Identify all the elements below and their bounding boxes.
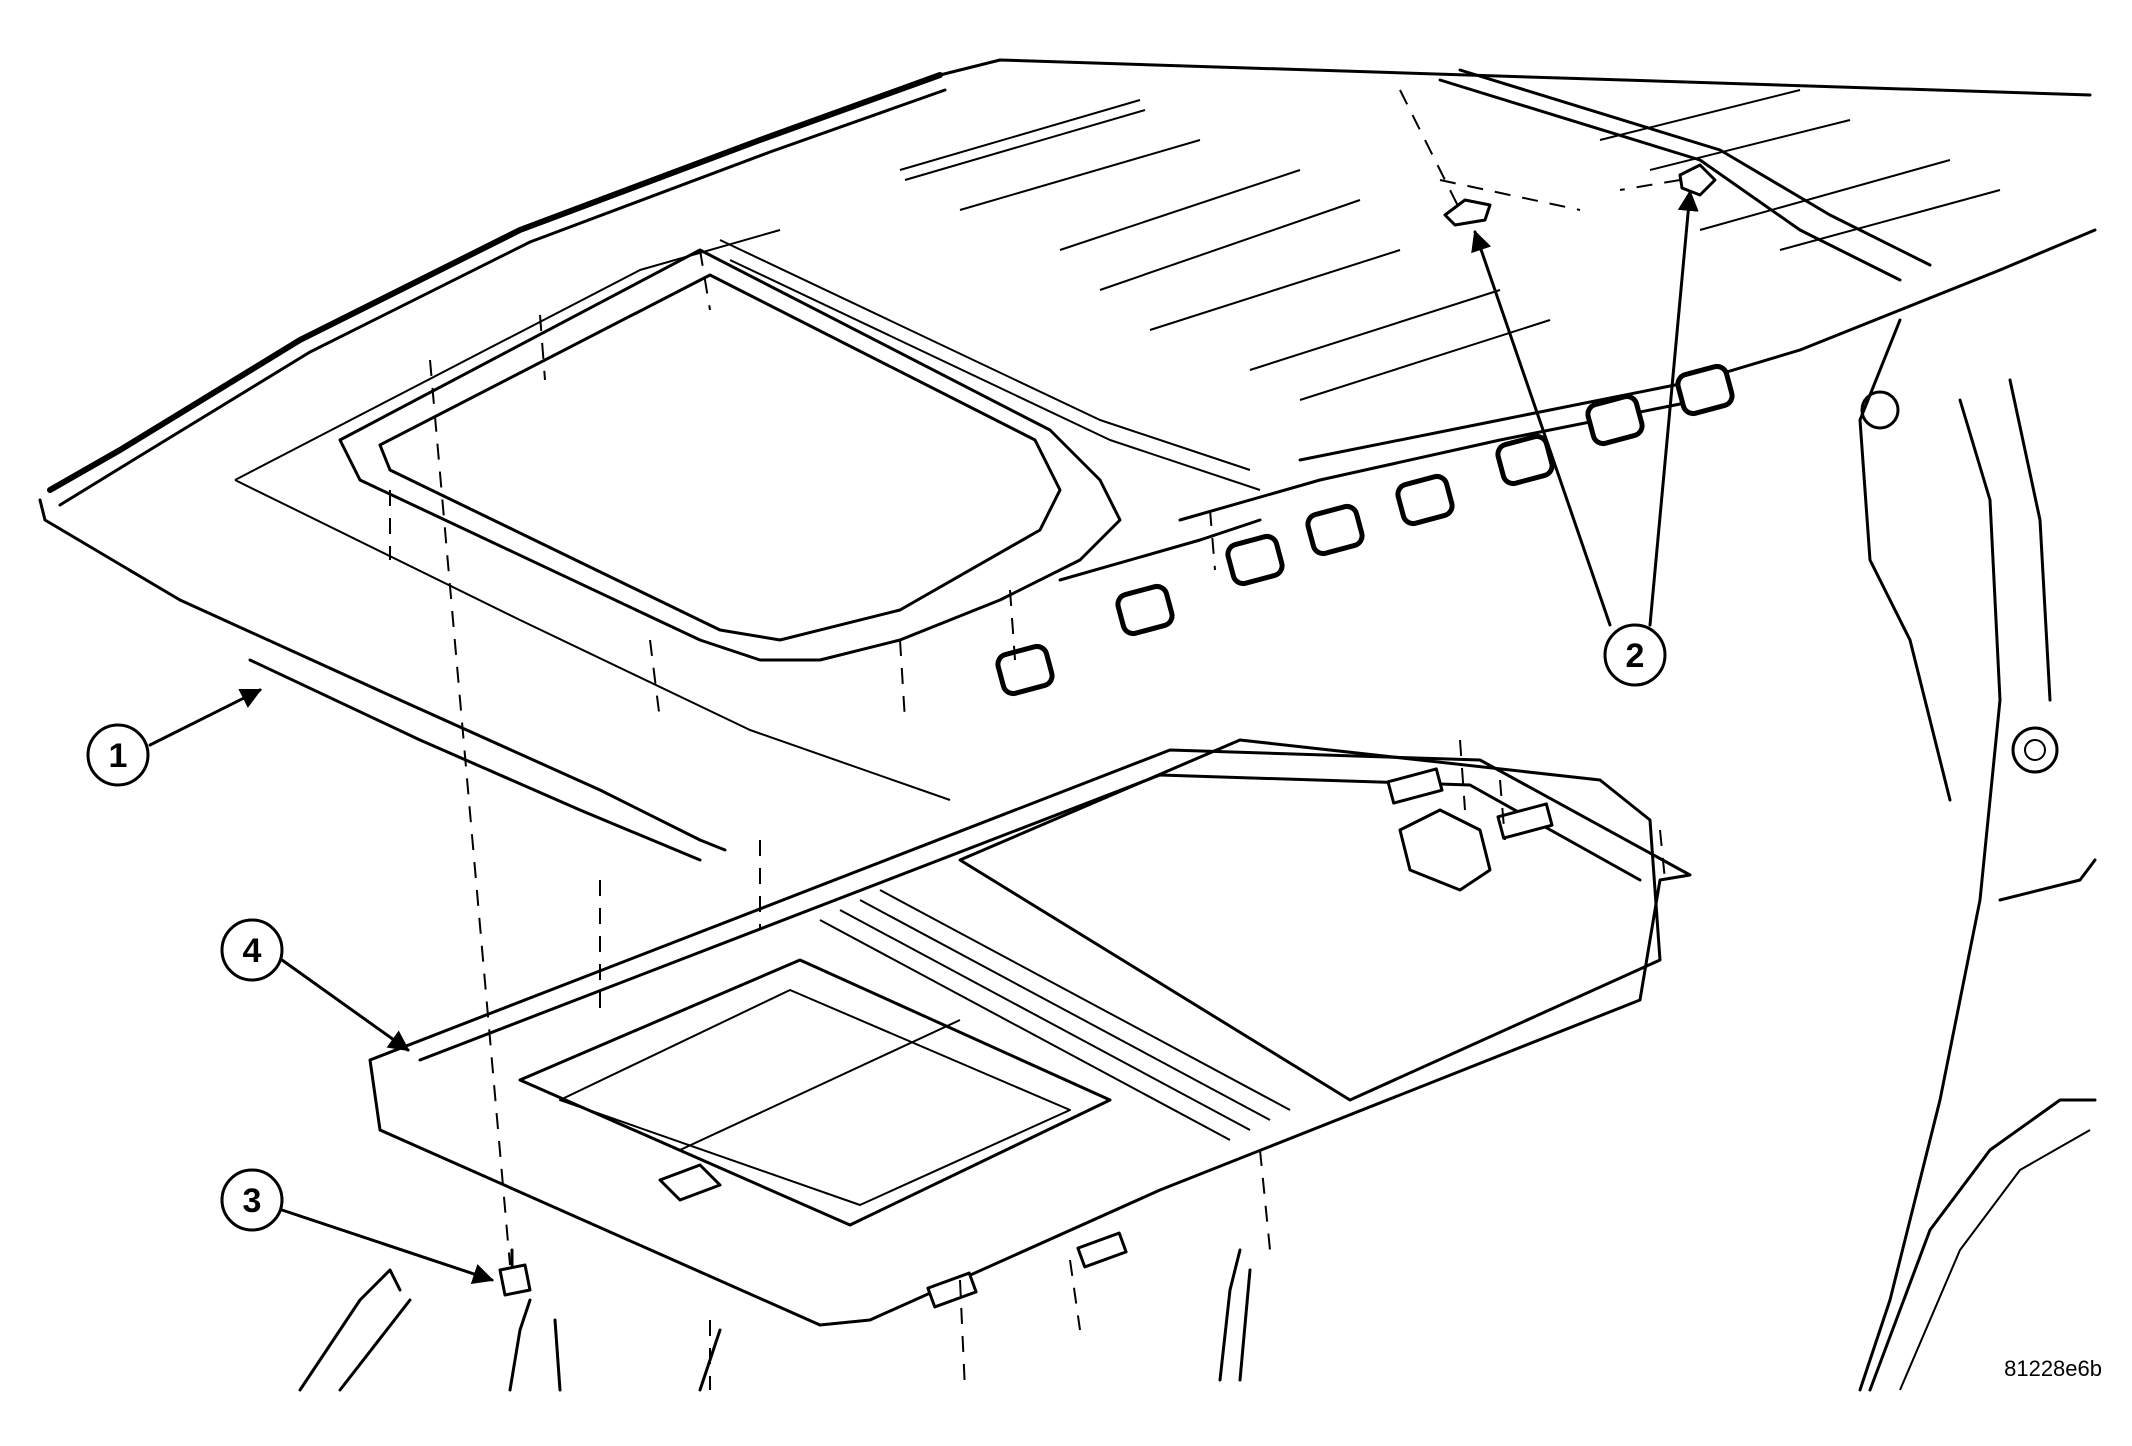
callout-2-label: 2 — [1626, 637, 1645, 675]
callout-1: 1 — [86, 723, 150, 787]
alignment-lines — [389, 89, 1681, 1391]
callout-2: 2 — [1603, 623, 1667, 687]
callout-4-label: 4 — [243, 932, 262, 970]
retainer-clips — [1443, 163, 1717, 227]
sunroof-module — [368, 738, 1692, 1327]
callout-3-label: 3 — [243, 1182, 262, 1220]
callout-1-label: 1 — [109, 737, 128, 775]
leader-arrows — [148, 189, 1699, 1284]
figure-id-code: 81228e6b — [2004, 1356, 2102, 1381]
callout-3: 3 — [220, 1168, 284, 1232]
roof-panel — [38, 58, 2097, 1392]
callout-4: 4 — [220, 918, 284, 982]
mounting-bolt — [498, 1248, 532, 1297]
